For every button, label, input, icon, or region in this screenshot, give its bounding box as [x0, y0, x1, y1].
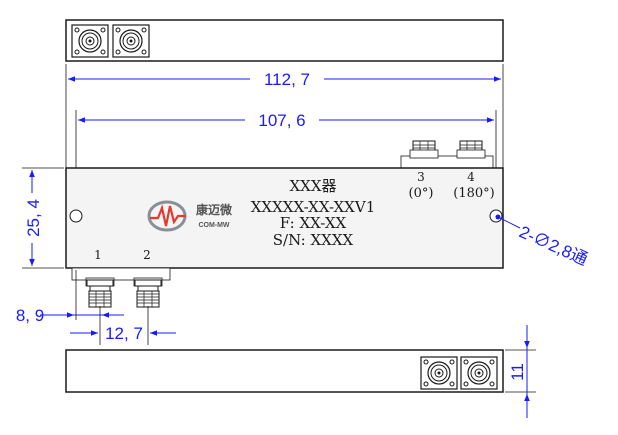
dim-overall-length-label: 112, 7 — [264, 70, 310, 89]
serial-number: S/N: XXXX — [273, 231, 354, 249]
dim-thickness-label: 11 — [508, 363, 527, 381]
bottom-port-4-face — [460, 356, 498, 390]
frequency-label: F: XX-XX — [280, 214, 347, 232]
main-body-outline — [65, 167, 504, 269]
dim-holes-callout: 2-∅2,8通 — [495, 214, 591, 269]
main-body: 康迈微 COM-MW XXX器 XXXXX-XX-XXV1 F: XX-XX S… — [65, 167, 504, 269]
device-title: XXX器 — [289, 177, 336, 195]
model-number: XXXXX-XX-XXV1 — [251, 198, 375, 216]
top-view — [65, 19, 504, 62]
dim-port-pitch: 12, 7 — [70, 306, 176, 345]
mount-hole-left — [69, 209, 83, 223]
port-3-phase: (0°) — [409, 186, 434, 201]
port-4-label: 4 — [467, 170, 475, 184]
port-2-label: 2 — [143, 248, 151, 262]
dim-hole-spacing-label: 107, 6 — [258, 111, 305, 130]
dim-port1-offset-label: 8, 9 — [16, 306, 44, 325]
company-logo: 康迈微 COM-MW — [147, 200, 233, 232]
port-2-connector — [134, 279, 162, 308]
bottom-view — [65, 349, 504, 393]
top-port-2-face — [112, 24, 150, 58]
port-3-label: 3 — [417, 170, 425, 184]
top-port-1-face — [71, 24, 109, 58]
bottom-port-3-face — [420, 356, 458, 390]
port-1-label: 1 — [94, 248, 102, 262]
dim-thickness: 11 — [505, 325, 536, 418]
logo-text-cn: 康迈微 — [196, 202, 233, 217]
dim-holes-label: 2-∅2,8通 — [516, 222, 590, 269]
dim-port-pitch-label: 12, 7 — [105, 324, 143, 343]
port-1-connector — [86, 279, 114, 308]
logo-text-en: COM-MW — [198, 222, 229, 229]
dim-overall-length: 112, 7 — [65, 64, 504, 168]
port-4-phase: (180°) — [453, 186, 494, 201]
dim-height-label: 25, 4 — [24, 199, 43, 237]
dim-port1-offset: 8, 9 — [16, 270, 124, 345]
dim-height: 25, 4 — [22, 167, 64, 269]
